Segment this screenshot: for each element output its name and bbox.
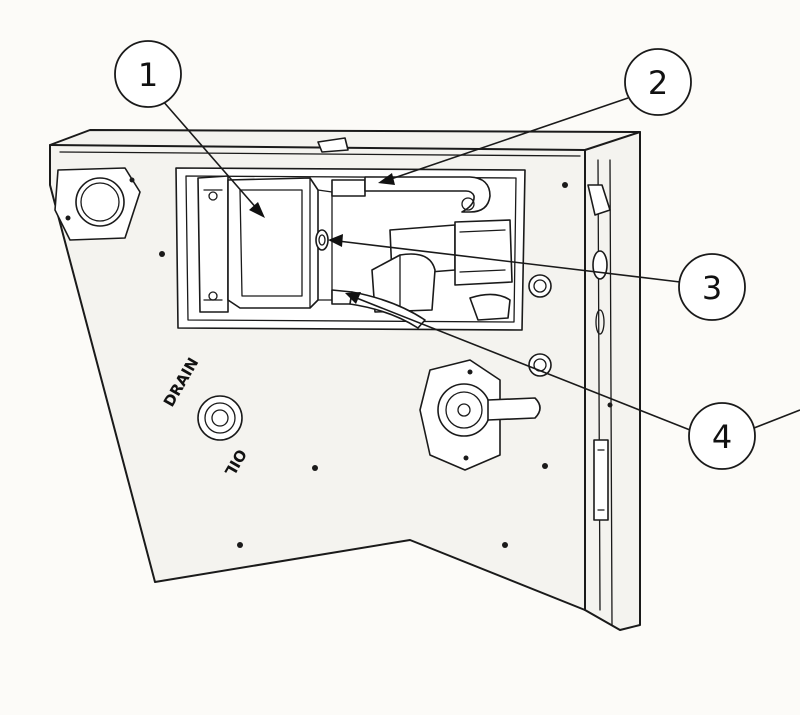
callout-label-4: 4 [712,418,732,456]
component-motor [197,175,333,313]
edge-hardware [587,184,613,521]
grommets [528,250,608,377]
top-tab [317,137,349,153]
callout-3: 3 [678,253,746,321]
component-pump [371,219,513,321]
callout-1: 1 [114,40,182,108]
callout-4: 4 [688,402,756,470]
component-hose [331,176,491,213]
corner-fitting [54,167,141,241]
leader-lines [161,97,800,431]
component-fitting [315,229,329,251]
callout-2: 2 [624,48,692,116]
callout-label-2: 2 [648,64,668,102]
callout-label-3: 3 [702,269,722,307]
mounting-holes [159,182,568,548]
lower-fitting [419,359,541,471]
callout-label-1: 1 [138,56,158,94]
